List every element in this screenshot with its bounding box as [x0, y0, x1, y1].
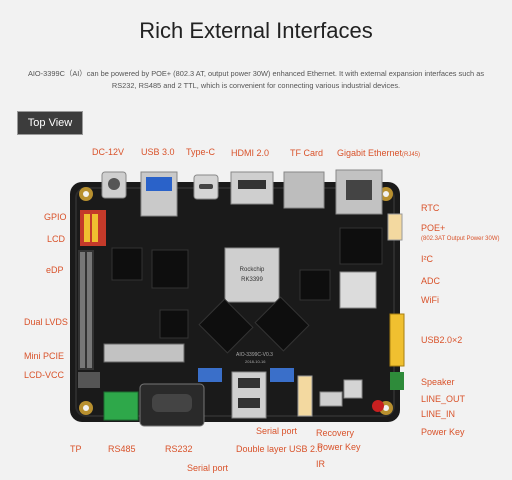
speaker-connector	[390, 372, 404, 390]
label-rs485: RS485	[108, 444, 136, 454]
label-rtc: RTC	[421, 203, 440, 213]
label-lcd: LCD	[47, 234, 66, 244]
page-title: Rich External Interfaces	[139, 18, 373, 43]
chip	[159, 309, 189, 339]
label-dual-lvds: Dual LVDS	[24, 317, 68, 327]
label-gige-main: Gigabit Ethernet	[337, 148, 403, 158]
top-view-button[interactable]: Top View	[17, 111, 83, 135]
board-date-text: 2018-10-16	[245, 359, 266, 364]
usb2-header	[389, 313, 405, 367]
label-ir: IR	[316, 459, 325, 469]
serial-header-1	[198, 368, 222, 382]
wifi-module	[339, 271, 377, 309]
label-adc: ADC	[421, 276, 441, 286]
label-typec: Type-C	[186, 147, 216, 157]
audio-jack	[343, 379, 363, 399]
label-serial-port-2: Serial port	[256, 426, 298, 436]
description-line-1: AIO-3399C（AI）can be powered by POE+ (802…	[27, 69, 485, 78]
label-hdmi: HDMI 2.0	[231, 148, 270, 158]
poe-connector	[387, 213, 403, 241]
label-power-key-right: Power Key	[421, 427, 465, 437]
label-gpio: GPIO	[44, 212, 67, 222]
label-i2c: I²C	[421, 254, 433, 264]
power-key-button	[372, 400, 384, 412]
label-lcd-vcc: LCD-VCC	[24, 370, 65, 380]
label-speaker: Speaker	[421, 377, 455, 387]
label-line-in: LINE_IN	[421, 409, 456, 419]
chip	[151, 249, 189, 289]
label-tp: TP	[70, 444, 82, 454]
label-dc12v: DC-12V	[92, 147, 125, 157]
chip	[299, 269, 331, 301]
chip	[111, 247, 143, 281]
label-rs232: RS232	[165, 444, 193, 454]
soc-chip	[224, 247, 280, 303]
description-line-2: RS232, RS485 and 2 TTL, which is conveni…	[111, 81, 401, 90]
ir-connector	[297, 375, 313, 417]
label-poe-sub: (802.3AT Output Power 30W)	[421, 236, 500, 242]
label-poe: POE+	[421, 223, 446, 233]
page-description: AIO-3399C（AI）can be powered by POE+ (802…	[0, 68, 512, 92]
soc-model: RK3399	[241, 277, 263, 283]
rs485-terminal	[103, 391, 139, 421]
label-usb2x2: USB2.0×2	[421, 335, 463, 345]
tf-card-slot	[283, 171, 325, 209]
soc-brand: Rockchip	[240, 267, 265, 273]
lcd-vcc-connector	[78, 372, 100, 388]
label-usb30: USB 3.0	[141, 147, 175, 157]
mini-pcie-slot	[103, 343, 185, 363]
ram-chip	[198, 298, 254, 354]
label-edp: eDP	[46, 265, 64, 275]
board-model-text: AIO-3399C-V0.3	[236, 352, 273, 358]
label-tfcard: TF Card	[290, 148, 324, 158]
label-gige: Gigabit Ethernet(RJ45)	[337, 148, 420, 158]
label-recovery: Recovery	[316, 428, 355, 438]
label-serial-port-1: Serial port	[187, 463, 229, 473]
label-power-key-mid: Power Key	[317, 442, 361, 452]
recovery-button	[319, 391, 343, 407]
label-wifi: WiFi	[421, 295, 439, 305]
ram-chip	[254, 296, 310, 352]
label-gige-suffix: (RJ45)	[402, 152, 421, 158]
chip	[339, 227, 383, 265]
serial-header-2	[270, 368, 294, 382]
label-line-out: LINE_OUT	[421, 394, 466, 404]
label-double-usb: Double layer USB 2.0	[236, 444, 323, 454]
label-mini-pcie: Mini PCIE	[24, 351, 65, 361]
